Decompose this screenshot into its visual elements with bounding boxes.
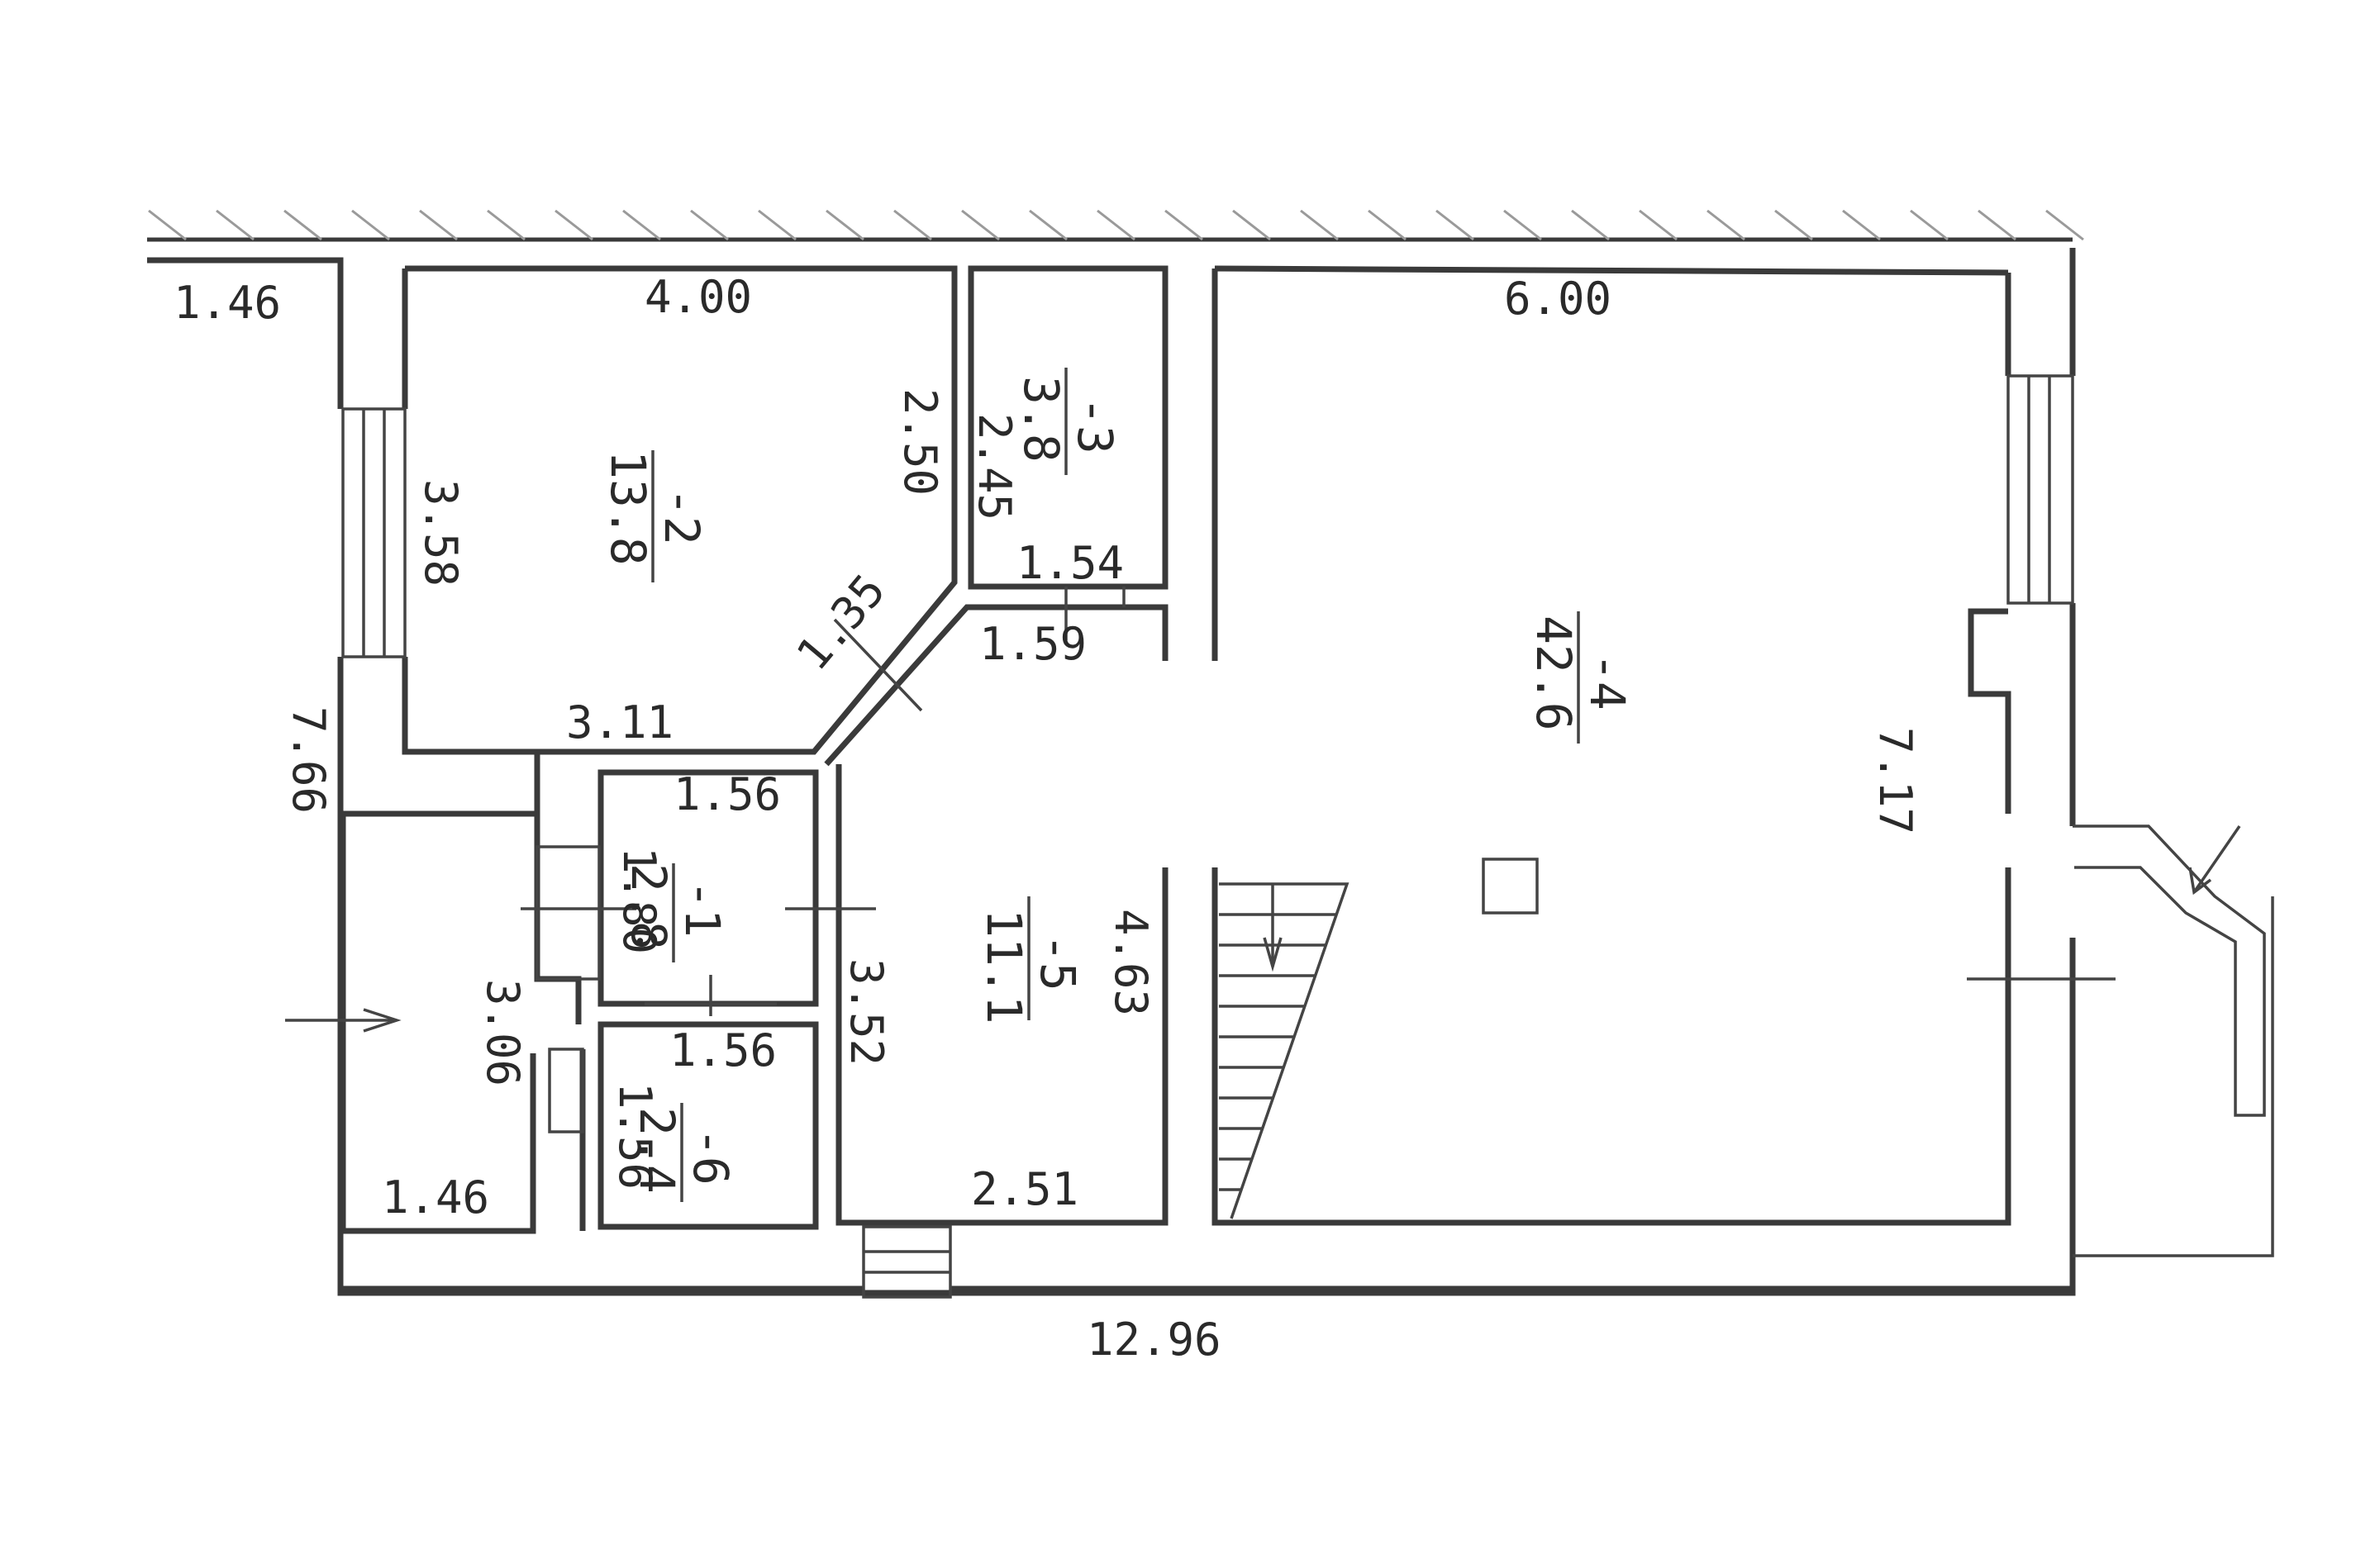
adjacent-wall-hatching — [147, 209, 2084, 242]
dim-total-width: 12.96 — [1087, 1314, 1221, 1366]
dim-room1-bottom: 1.56 — [669, 1024, 777, 1076]
room-6-number: -6 — [683, 1128, 739, 1186]
room-1-label: -1 2.8 — [621, 863, 731, 962]
column-square — [1482, 858, 1539, 915]
dim-room2-bottom: 3.11 — [566, 696, 674, 748]
room-1-number: -1 — [674, 880, 731, 938]
room-labels: -1 2.8 -2 13.8 -3 3.8 -4 42.6 -5 11.1 -6… — [600, 368, 1635, 1202]
bottom-steps — [862, 1225, 952, 1299]
dim-room4-right: 7.17 — [1869, 727, 1921, 834]
dim-left-total: 7.66 — [283, 706, 335, 814]
dim-room5-right: 4.63 — [1105, 909, 1157, 1016]
dim-room6-left: 1.56 — [609, 1082, 661, 1190]
right-window — [2006, 374, 2074, 605]
room-6-label: -6 2.4 — [629, 1103, 739, 1202]
dim-diagonal: 1.35 — [787, 564, 896, 680]
dim-room1-left: 1.80 — [613, 847, 665, 954]
porch — [2073, 824, 2274, 1257]
dimension-labels: 1.46 4.00 6.00 3.58 2.50 2.45 1.54 1.35 … — [174, 271, 1921, 1366]
room-4-number: -4 — [1579, 653, 1635, 710]
exterior-walls — [147, 248, 2076, 1296]
room-6-walls — [597, 1021, 819, 1230]
room-4-area: 42.6 — [1526, 615, 1582, 731]
room-4-label: -4 42.6 — [1526, 611, 1635, 744]
door-markers — [521, 587, 2116, 1016]
room-2-label: -2 13.8 — [600, 450, 710, 582]
room-3-walls — [968, 265, 1169, 607]
dim-room2-left: 3.58 — [415, 479, 467, 587]
dim-room5-bottom: 2.51 — [971, 1163, 1078, 1215]
dim-room2-top: 4.00 — [645, 271, 752, 323]
entry-walls — [534, 826, 601, 1133]
dim-room5-left: 3.52 — [840, 958, 892, 1066]
room-5-walls — [835, 607, 1169, 1226]
dim-top-left-width: 1.46 — [174, 277, 281, 329]
dim-room5-top: 1.59 — [979, 618, 1087, 670]
dim-entry-bottom: 1.46 — [382, 1171, 489, 1224]
room-3-area: 3.8 — [1013, 376, 1069, 463]
room-2-area: 13.8 — [600, 450, 656, 566]
staircase — [1219, 882, 1349, 1219]
entry-arrow — [285, 1008, 402, 1033]
dim-entry-height: 3.06 — [477, 979, 529, 1086]
room-2-number: -2 — [654, 487, 710, 545]
room-5-label: -5 11.1 — [976, 896, 1086, 1024]
dim-room2-right: 2.50 — [894, 388, 946, 496]
room-1-area: 2.8 — [621, 863, 677, 950]
dim-room4-top: 6.00 — [1504, 273, 1611, 325]
room-5-number: -5 — [1030, 934, 1086, 991]
left-window — [341, 407, 407, 658]
room-6-area: 2.4 — [629, 1107, 685, 1194]
room-2-walls — [405, 265, 1169, 767]
room-5-area: 11.1 — [976, 909, 1032, 1024]
room-4-walls — [1211, 265, 2011, 1226]
room-3-number: -3 — [1067, 397, 1123, 454]
dim-room3-left: 2.45 — [969, 413, 1021, 520]
dim-room3-bottom: 1.54 — [1016, 537, 1124, 589]
dim-room1-top: 1.56 — [674, 768, 781, 820]
room-3-label: -3 3.8 — [1013, 368, 1123, 475]
